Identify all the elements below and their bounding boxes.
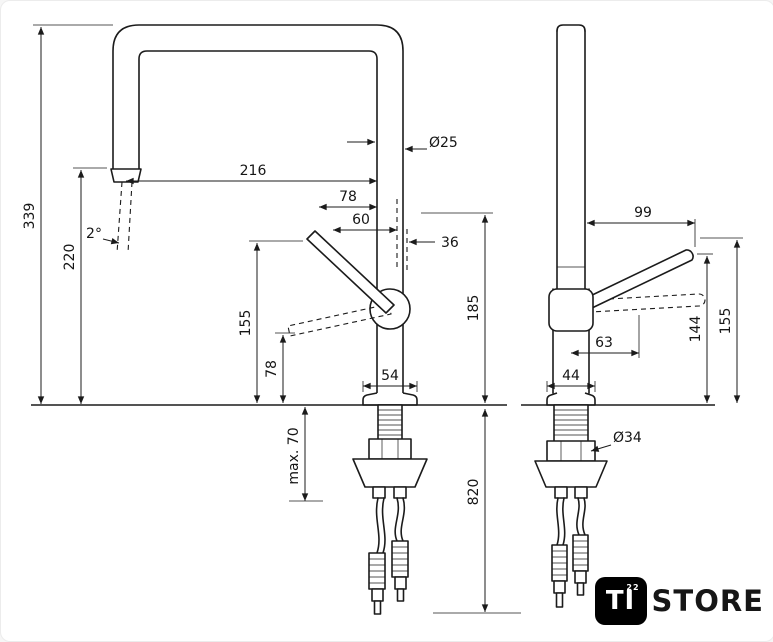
side-handle-joint	[548, 288, 594, 332]
dim-label-spout-height: 220	[62, 244, 78, 271]
dim-label-body-height: 185	[466, 295, 482, 322]
dim-label-base-width: 54	[381, 368, 399, 384]
front-hidden-lines	[396, 199, 408, 271]
side-hose-2-fitting-b	[576, 582, 585, 596]
dim-arrow-d34	[590, 444, 612, 452]
dim-label-36: 36	[441, 235, 459, 251]
side-hose-1	[556, 497, 566, 546]
front-view	[31, 24, 507, 615]
dim-label-handle-height-side: 155	[718, 308, 734, 335]
front-base-flange	[362, 392, 418, 406]
front-hose-1	[375, 497, 386, 554]
dim-label-78-top: 78	[339, 189, 357, 205]
front-handle-lever	[306, 230, 395, 314]
side-hose-2-fitting-a	[574, 570, 587, 584]
dim-label-handle-height-front: 155	[238, 310, 254, 337]
side-hose-2-corrugation-lines	[573, 540, 588, 566]
side-hose-stub-1	[554, 486, 568, 499]
side-hose-1-fitting-a	[553, 580, 566, 594]
dim-label-spout-diameter: Ø25	[429, 135, 458, 151]
side-column	[556, 30, 586, 290]
front-hose-stub-2	[393, 486, 407, 499]
front-hose-stub-1	[372, 486, 386, 499]
dim-label-base-depth: 44	[562, 368, 580, 384]
dim-label-handle-projection: 63	[595, 335, 613, 351]
front-hose-2-fitting-a	[394, 576, 407, 590]
dim-label-spout-reach: 216	[240, 163, 267, 179]
dim-label-total-height: 339	[22, 203, 38, 230]
dim-label-hose-length: 820	[466, 479, 482, 506]
side-hose-1-fitting-b	[555, 592, 564, 608]
front-hose-2-corrugation-lines	[392, 546, 408, 572]
side-column-cap	[556, 24, 586, 32]
dim-label-60: 60	[352, 212, 370, 228]
front-escutcheon	[352, 458, 428, 488]
side-under-counter	[534, 404, 608, 608]
front-under-counter	[352, 404, 428, 615]
side-hose-1-corrugation-lines	[552, 550, 567, 576]
front-hose-1-corrugation-lines	[369, 558, 385, 584]
front-spout-inner	[138, 50, 378, 394]
front-water-stream-dashed	[116, 181, 133, 254]
front-hose-1-fitting-a	[371, 588, 384, 602]
side-mounting-nut	[546, 440, 596, 462]
logo-ti-text: TI	[605, 586, 636, 616]
dim-label-spout-angle: 2°	[86, 226, 102, 242]
front-hose-1-fitting-b	[373, 600, 382, 615]
side-dimensions: 99 144 155 63 44 Ø34	[546, 205, 743, 452]
store-logo: TI 22 STORE	[590, 575, 768, 627]
side-handle-lever	[585, 249, 694, 309]
dim-label-shank-diameter: Ø34	[613, 430, 642, 446]
front-mounting-nut	[368, 438, 412, 460]
logo-superscript: 22	[626, 583, 640, 592]
side-view	[521, 24, 715, 608]
front-aerator-tip	[110, 168, 142, 183]
front-shank-threads	[378, 409, 402, 436]
side-base-flange	[546, 392, 596, 406]
side-hose-2	[576, 497, 586, 536]
front-hose-2	[394, 497, 406, 542]
dim-label-handle-drop: 78	[264, 360, 280, 378]
front-dimensions: 339 220 216 78 60 36 Ø25 2° 155 78 54 18…	[22, 24, 521, 614]
logo-mark: TI 22	[594, 577, 647, 625]
front-nut-facets	[381, 439, 399, 459]
side-hose-stub-2	[574, 486, 588, 499]
dim-arrow-angle	[102, 238, 120, 245]
front-spout-outer	[112, 24, 404, 394]
front-hose-2-fitting-b	[396, 588, 405, 602]
side-escutcheon	[534, 460, 608, 488]
dim-label-handle-reach: 99	[634, 205, 652, 221]
dim-label-pivot-height: 144	[688, 316, 704, 343]
dim-label-max-counter: max. 70	[286, 427, 302, 484]
side-shank-threads	[554, 409, 588, 436]
side-nut-facets	[560, 441, 582, 461]
logo-store-text: STORE	[651, 584, 764, 618]
